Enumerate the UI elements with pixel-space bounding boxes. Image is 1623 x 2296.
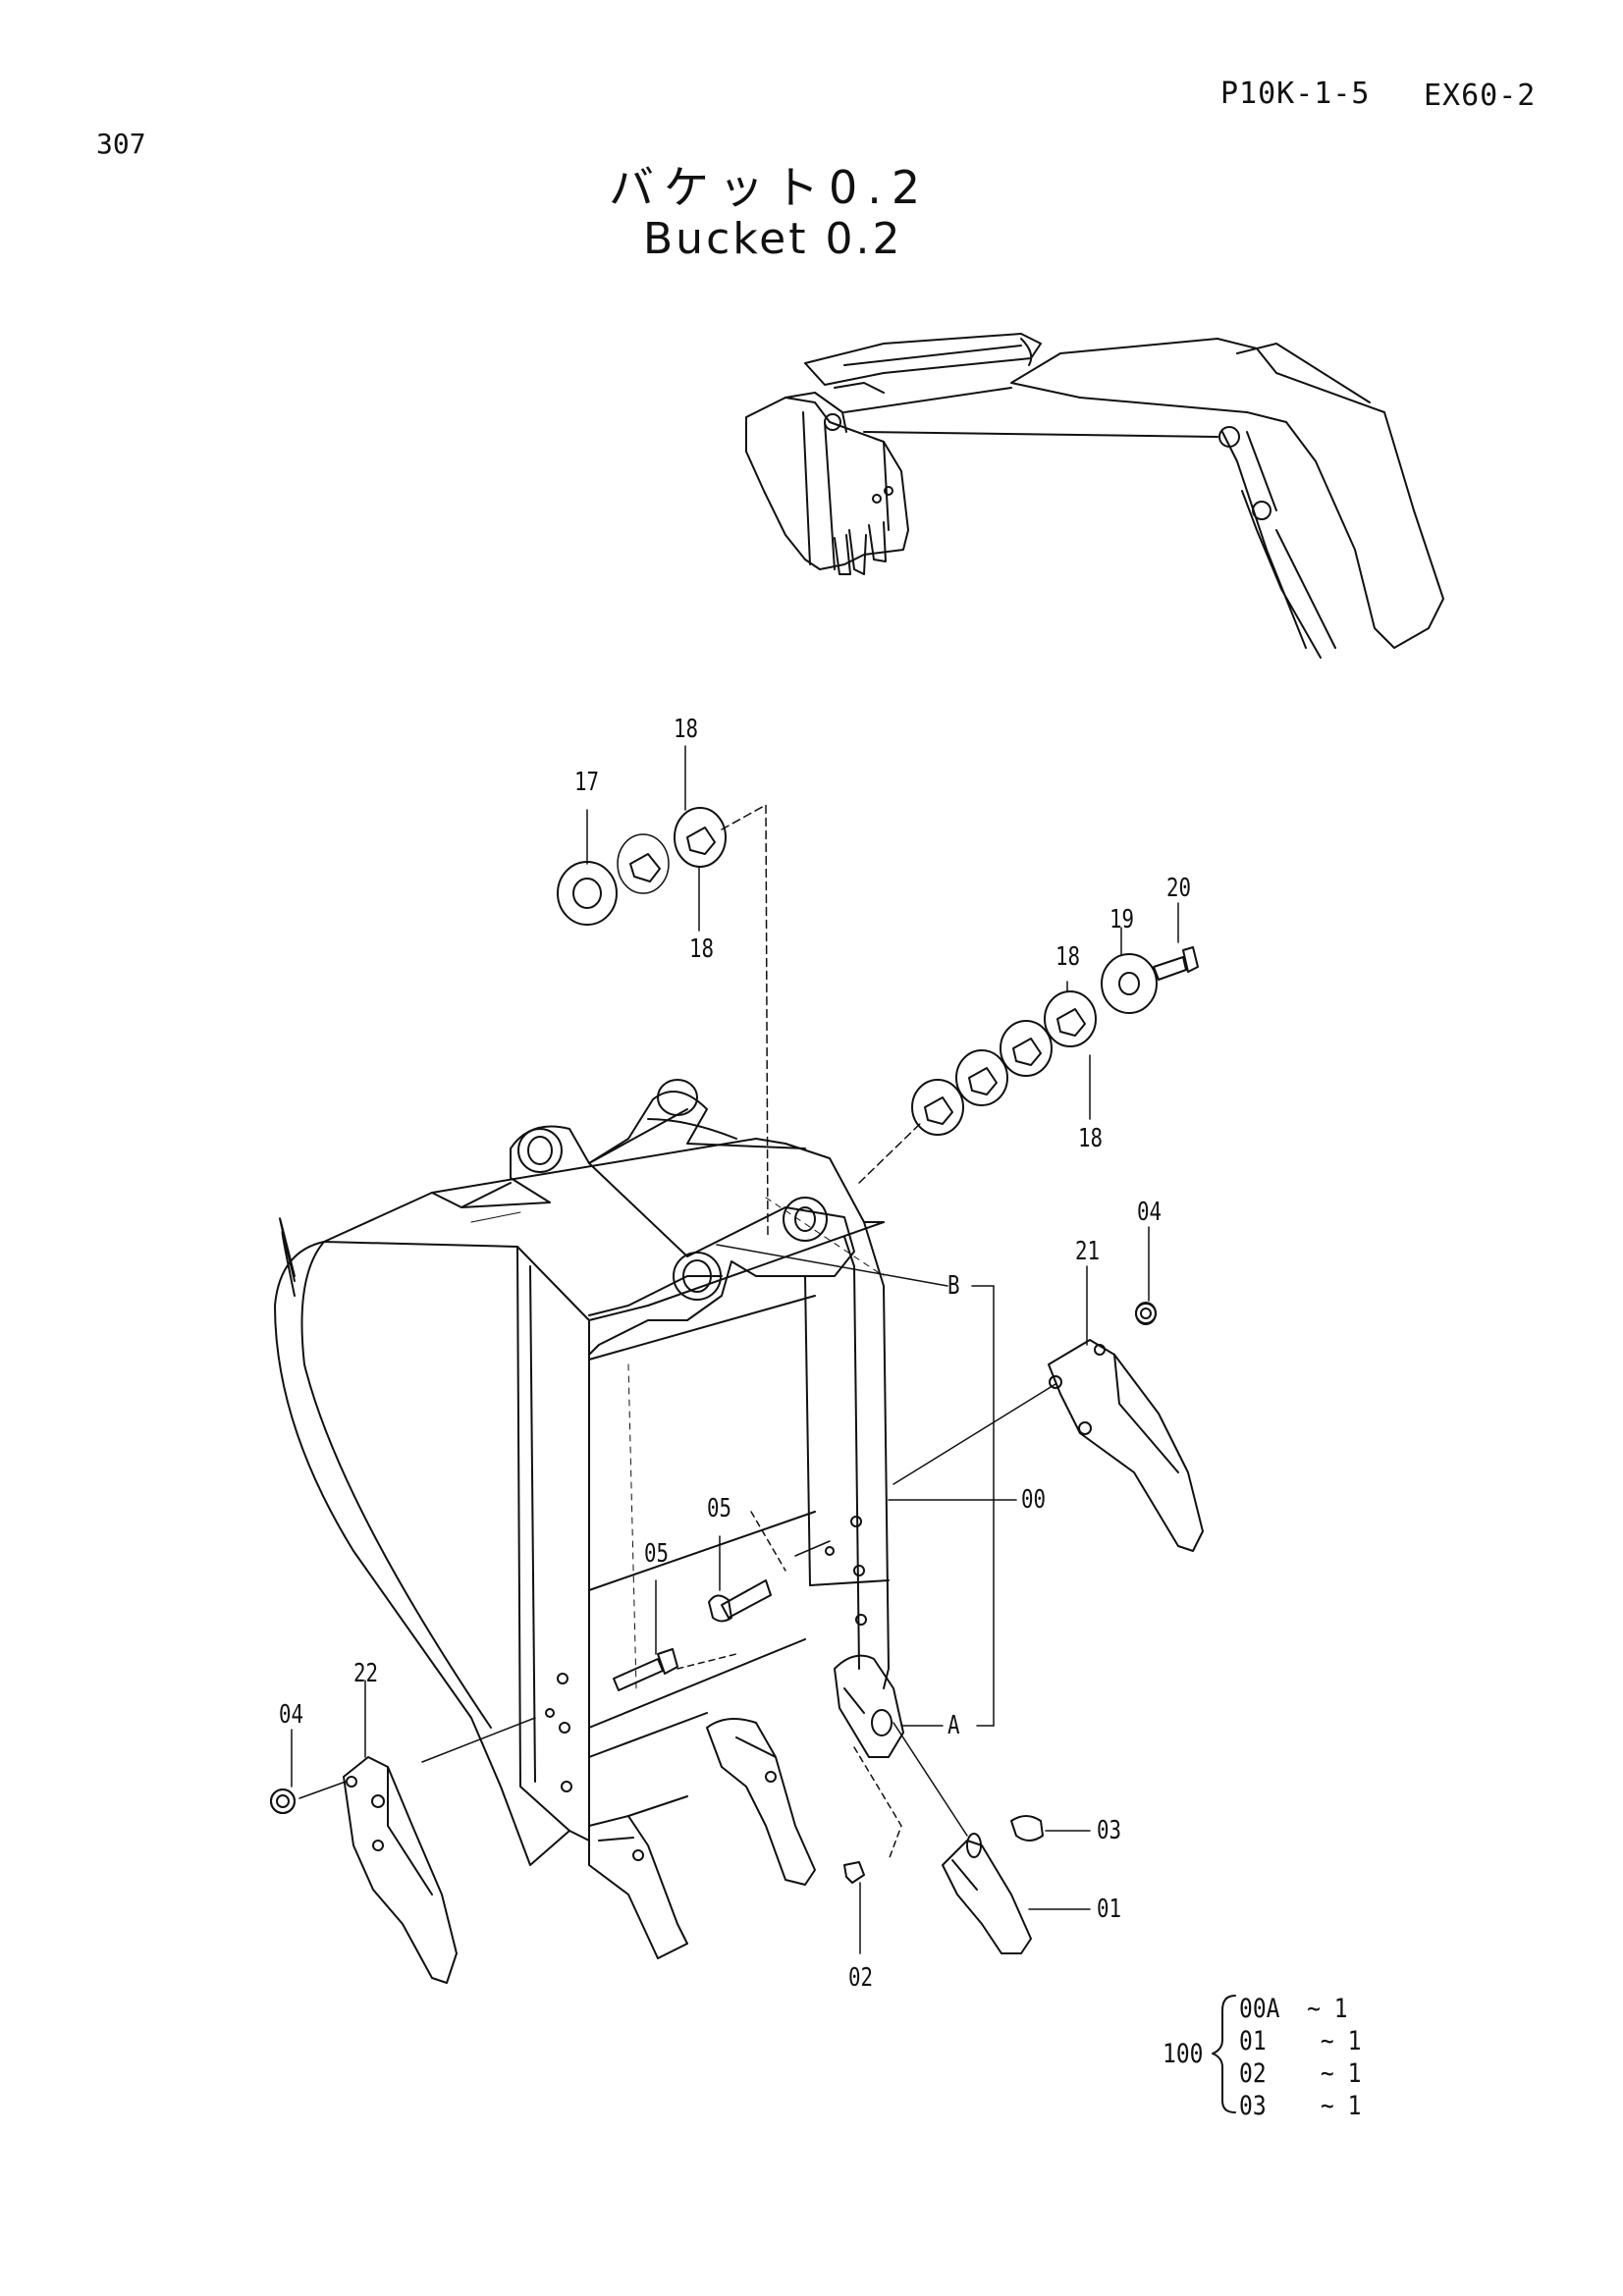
kit-item-separator: ~ bbox=[1320, 2091, 1334, 2121]
kit-items: 00A ~ 1 01 ~ 1 02 ~ 1 03 ~ 1 bbox=[1239, 1993, 1382, 2122]
callout-01: 01 bbox=[1097, 1895, 1122, 1924]
callout-05-upper: 05 bbox=[707, 1494, 732, 1523]
kit-brace bbox=[1213, 1996, 1235, 2112]
kit-item-part: 03 bbox=[1239, 2091, 1267, 2121]
page-code: P10K-1-5 bbox=[1220, 77, 1371, 111]
page-title-english: Bucket 0.2 bbox=[643, 214, 903, 264]
callout-a: A bbox=[947, 1711, 960, 1740]
callout-04-right: 04 bbox=[1137, 1198, 1163, 1227]
callout-18-mid: 18 bbox=[689, 934, 715, 964]
page-title-japanese: バケット0.2 bbox=[609, 161, 931, 214]
kit-item: 01 ~ 1 bbox=[1239, 2025, 1361, 2057]
callout-18-right-low: 18 bbox=[1078, 1124, 1104, 1153]
nuts-04 bbox=[271, 1303, 1156, 1813]
callout-20: 20 bbox=[1166, 874, 1192, 903]
kit-item-qty: 1 bbox=[1333, 1994, 1348, 2024]
callout-03: 03 bbox=[1097, 1816, 1122, 1845]
bucket-teeth bbox=[589, 1656, 903, 1958]
kit-item-qty: 1 bbox=[1347, 2058, 1362, 2089]
callout-22: 22 bbox=[353, 1659, 379, 1688]
callout-b: B bbox=[947, 1271, 960, 1301]
side-cutter-right bbox=[1049, 1304, 1203, 1551]
excavator-arm-locator bbox=[746, 334, 1443, 658]
shims-left bbox=[558, 808, 726, 925]
kit-item-part: 00A bbox=[1239, 1994, 1280, 2024]
callout-04-left: 04 bbox=[279, 1700, 304, 1730]
callout-17: 17 bbox=[574, 768, 600, 797]
callout-18-right: 18 bbox=[1055, 942, 1081, 972]
callout-19: 19 bbox=[1109, 905, 1135, 934]
kit-item-separator: ~ bbox=[1307, 1994, 1321, 2024]
kit-number: 100 bbox=[1163, 2039, 1204, 2069]
callout-00: 00 bbox=[1021, 1485, 1047, 1515]
shims-right bbox=[912, 947, 1198, 1135]
kit-item-separator: ~ bbox=[1320, 2026, 1334, 2056]
callout-21: 21 bbox=[1075, 1237, 1101, 1266]
kit-item-qty: 1 bbox=[1347, 2026, 1362, 2056]
kit-item: 03 ~ 1 bbox=[1239, 2090, 1361, 2122]
callout-02: 02 bbox=[848, 1963, 874, 1993]
kit-item-part: 01 bbox=[1239, 2026, 1267, 2056]
kit-item-qty: 1 bbox=[1347, 2091, 1362, 2121]
leader-lines bbox=[292, 746, 1178, 1953]
kit-item-part: 02 bbox=[1239, 2058, 1267, 2089]
model-code: EX60-2 bbox=[1424, 79, 1537, 113]
exploded-tooth-parts bbox=[844, 1816, 1043, 1953]
kit-item: 02 ~ 1 bbox=[1239, 2057, 1361, 2090]
kit-item-separator: ~ bbox=[1320, 2058, 1334, 2089]
side-cutter-left bbox=[271, 1757, 457, 1983]
callout-18-top: 18 bbox=[674, 715, 699, 744]
kit-item: 00A ~ 1 bbox=[1239, 1993, 1361, 2025]
bucket-body bbox=[275, 1139, 889, 1865]
callout-05-lower: 05 bbox=[644, 1539, 670, 1569]
bolts-05 bbox=[614, 1580, 771, 1690]
bucket-top-bracket bbox=[461, 1080, 854, 1355]
page-number: 307 bbox=[96, 128, 146, 160]
